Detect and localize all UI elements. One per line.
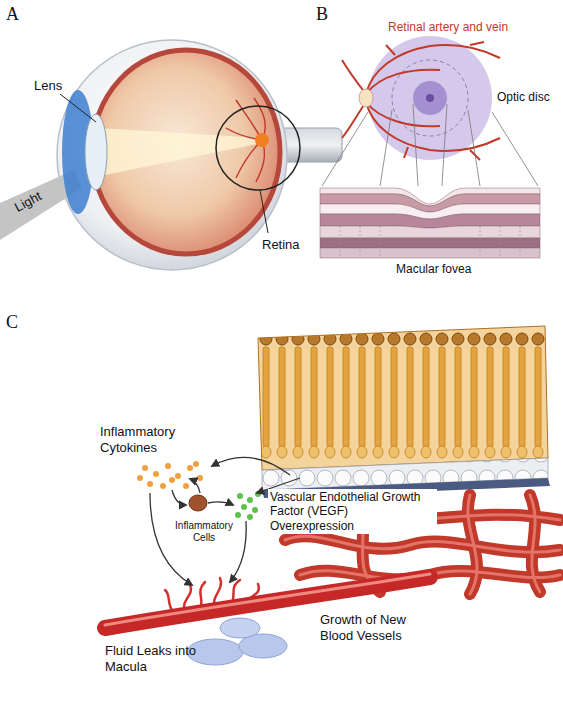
part-label: Retina (262, 237, 300, 253)
retinal-vessels (342, 42, 500, 160)
retinal-vessels (366, 45, 500, 94)
retina-section (340, 214, 341, 258)
vegf-dots (235, 491, 261, 520)
retina-section (500, 214, 501, 258)
cytokine-dots (197, 475, 203, 481)
fovea-region (413, 81, 447, 115)
part-label: Light (12, 188, 44, 215)
retina-section (360, 214, 361, 258)
projection-lines (322, 104, 538, 186)
zoom-circle (216, 106, 300, 190)
part-label: Optic disc (497, 90, 550, 104)
choroid-vessels (468, 495, 477, 594)
pathway-arrows (208, 502, 233, 505)
retina-section (320, 188, 540, 258)
projection-lines (322, 112, 368, 186)
eye-illustration (0, 40, 342, 270)
foveola (426, 94, 434, 102)
panel-letter: C (6, 312, 18, 334)
retinal-vessels (366, 102, 500, 151)
retinal-vessels (342, 102, 366, 138)
edema-illustration (105, 326, 560, 665)
choroid-vessels (285, 536, 560, 552)
fluid-blob (220, 618, 260, 638)
cytokine-dots (169, 477, 175, 483)
retina-section (320, 226, 540, 238)
pathway-arrows (190, 479, 200, 493)
pathway-arrows (212, 457, 290, 475)
projection-lines (380, 110, 392, 186)
fundus-illustration (320, 36, 540, 258)
part-label: Inflammatory Cells (168, 520, 240, 544)
part-label: Retinal artery and vein (388, 20, 508, 34)
part-label: Lens (34, 78, 62, 94)
part-label: Vascular Endothelial Growth Factor (VEGF… (268, 489, 437, 534)
cytokine-dots (137, 461, 203, 489)
panel-letter: A (6, 4, 19, 26)
fovea-spot (255, 133, 269, 147)
retinal-vessels (470, 42, 484, 45)
part-label: Macular fovea (396, 262, 471, 276)
vegf-dots (241, 504, 247, 510)
retina-section (480, 214, 481, 258)
cytokine-dots (165, 463, 171, 469)
macula-region (368, 36, 492, 160)
pathway-arrows (150, 493, 192, 585)
light-cone (100, 128, 262, 176)
macula-ring (392, 60, 468, 136)
photoreceptor-layer (258, 326, 548, 470)
cytokine-dots (142, 465, 148, 471)
vegf-dots (237, 493, 243, 499)
retina-section (320, 248, 540, 258)
eyeball (57, 40, 287, 270)
retinal-vessels (366, 102, 440, 126)
retina-section (520, 214, 521, 258)
retinal-vessels (342, 60, 366, 94)
projection-lines (442, 104, 447, 186)
cytokine-dots (187, 465, 193, 471)
part-label: Growth of New Blood Vessels (318, 611, 432, 644)
panel-letter: B (316, 4, 328, 26)
optic-disc (359, 89, 373, 107)
choroid-vessels (285, 536, 560, 552)
leader-line (60, 94, 96, 122)
cytokine-dots (175, 473, 181, 479)
retinal-vessels (386, 45, 395, 55)
inflammatory-cell (189, 495, 207, 511)
retina-section (340, 214, 520, 258)
cytokine-dots (137, 475, 143, 481)
vegf-dots (252, 507, 258, 513)
retina-section (380, 214, 381, 258)
projection-lines (468, 110, 480, 186)
vegf-dots (247, 514, 253, 520)
pathway-arrows (172, 490, 186, 505)
cytokine-dots (183, 483, 189, 489)
cytokine-dots (160, 483, 166, 489)
projection-lines (413, 104, 418, 186)
projection-lines (492, 112, 538, 186)
cytokine-dots (147, 481, 153, 487)
choroid-vessels (530, 495, 540, 592)
retina-section (320, 238, 540, 248)
retinal-vessels (404, 147, 408, 158)
part-label: Inflammatory Cytokines (100, 424, 210, 455)
vegf-dots (235, 512, 241, 518)
leader-line (260, 190, 268, 233)
part-label: Fluid Leaks into Macula (105, 643, 200, 674)
vegf-dots (247, 497, 253, 503)
retinal-vessels (366, 70, 440, 94)
lens (85, 114, 107, 190)
cytokine-dots (153, 471, 159, 477)
eye-interior (92, 50, 280, 254)
cytokine-dots (193, 461, 199, 467)
